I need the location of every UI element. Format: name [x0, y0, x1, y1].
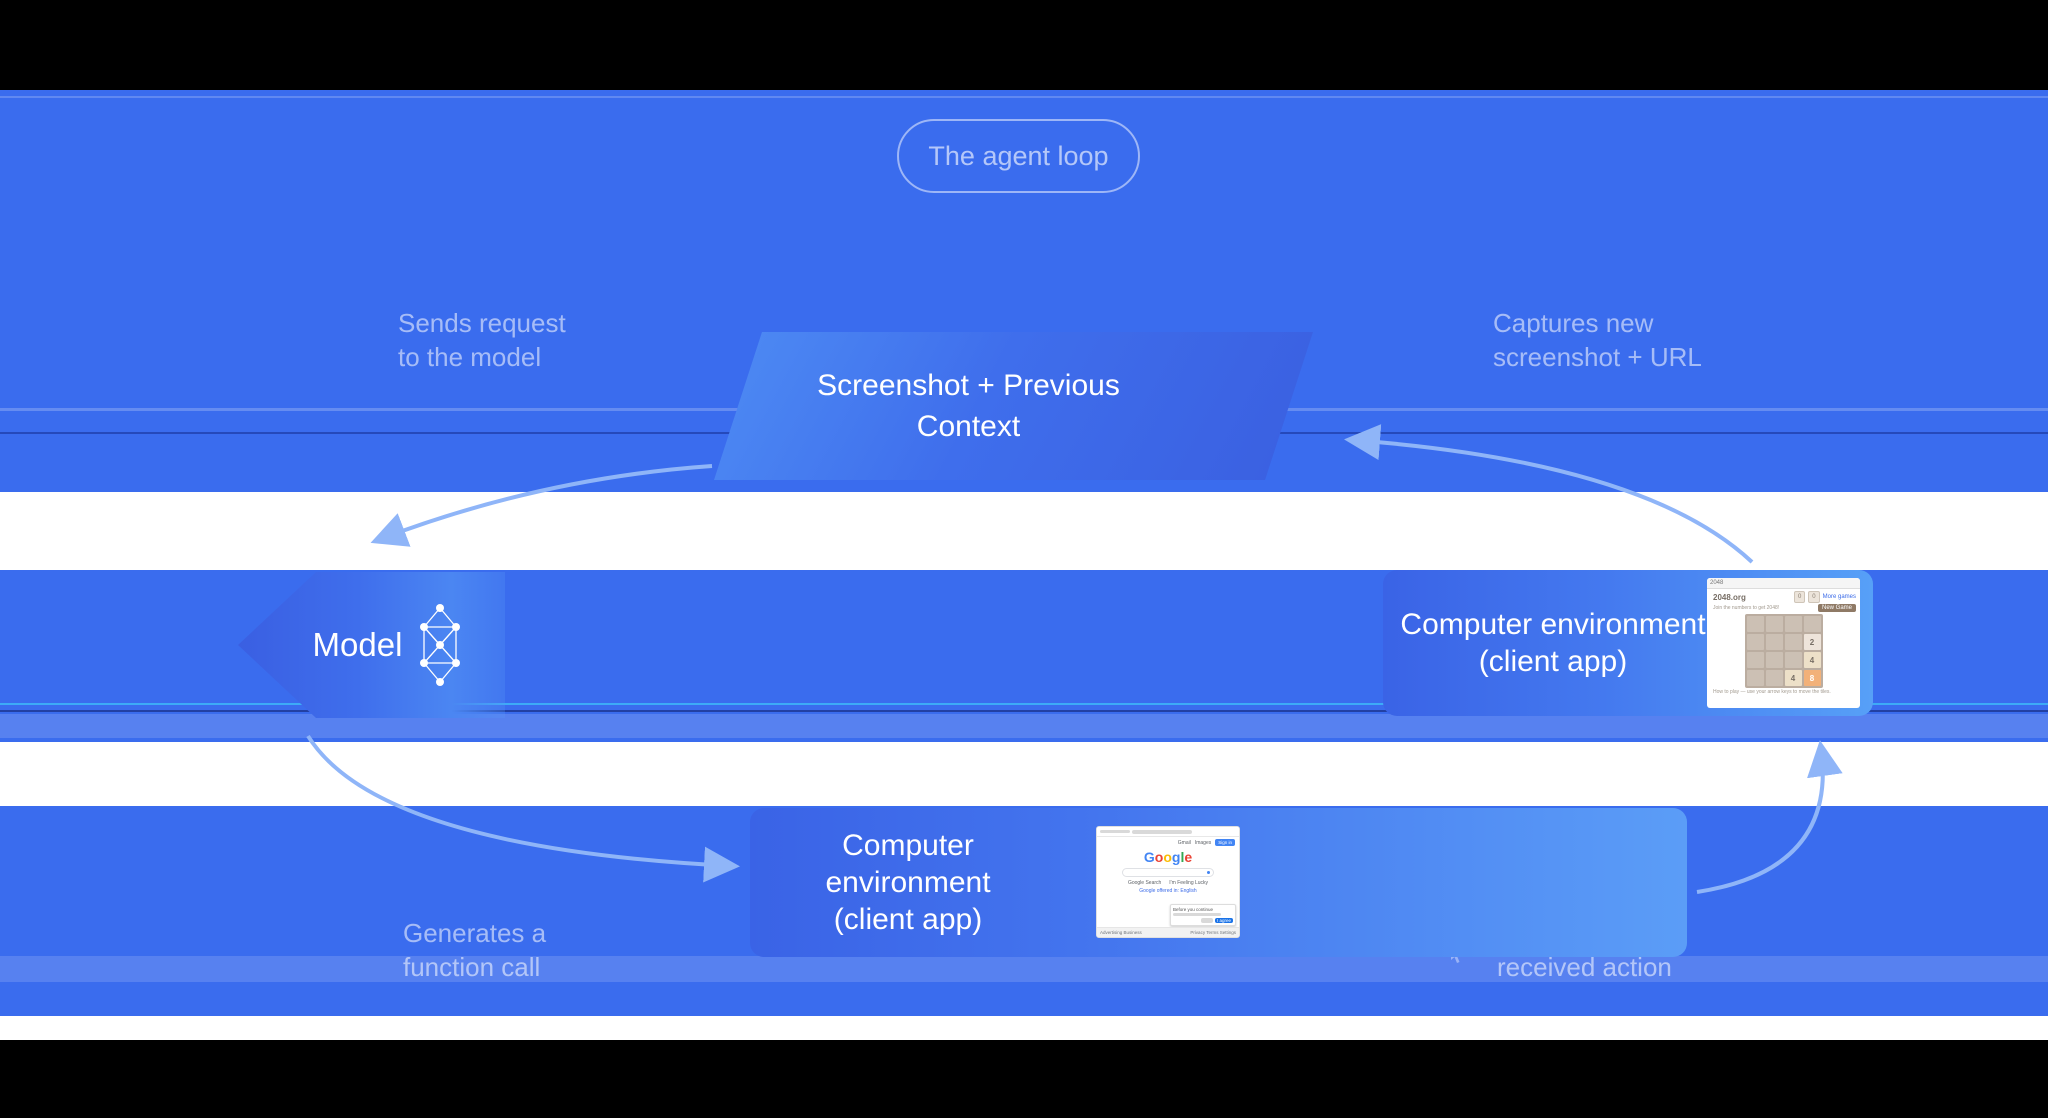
screenshot-google-homepage: Gmail Images Sign in Google Google Searc…	[1096, 826, 1240, 938]
games-link: More games	[1822, 594, 1856, 600]
logo-letter: o	[1163, 849, 1172, 865]
game-footer-text: How to play — use your arrow keys to mov…	[1713, 689, 1831, 695]
dialog-secondary-button	[1200, 918, 1213, 923]
screenshot-2048-game: 2048 2048.org 0 0 More games Join the nu…	[1707, 578, 1860, 708]
tagline: Join the numbers to get 2048!	[1713, 605, 1780, 611]
site-title: 2048.org	[1713, 592, 1746, 602]
node-environment-right: Computer environment (client app) 2048 2…	[1383, 570, 1873, 716]
url-bar	[1132, 829, 1192, 834]
grid-cell	[1765, 670, 1783, 686]
grid-cell	[1746, 616, 1764, 632]
tile-8: 8	[1803, 670, 1821, 686]
diagram-title: The agent loop	[928, 140, 1109, 171]
environment-right-text: Computer environment (client app)	[1393, 570, 1713, 716]
tab-bar	[1100, 830, 1130, 833]
tile-2: 2	[1803, 634, 1821, 650]
edge-label-line: function call	[403, 952, 541, 982]
offered-in-link: Google offered in: English	[1139, 888, 1197, 894]
logo-letter: l	[1180, 849, 1185, 865]
logo-letter: o	[1154, 849, 1164, 865]
edge-label-line: Generates a	[403, 918, 547, 948]
node-screenshot-context: Screenshot + Previous Context	[714, 332, 1313, 480]
environment-bottom-text: Computer environment (client app)	[758, 808, 1058, 957]
gmail-link: Gmail	[1177, 839, 1191, 846]
grid-cell	[1784, 616, 1802, 632]
logo-letter: G	[1143, 849, 1155, 865]
dialog-title: Before you continue	[1173, 907, 1214, 912]
tile-4: 4	[1803, 652, 1821, 668]
arrow-environment-to-environment	[1696, 740, 1843, 894]
arrow-model-to-environment	[306, 734, 740, 883]
streak-band	[0, 956, 2048, 982]
cookie-dialog: Before you continue I agree	[1170, 904, 1236, 926]
edge-label-captures-screenshot: Captures new screenshot + URL	[1493, 306, 1702, 374]
logo-letter: e	[1184, 849, 1193, 865]
context-line2: Context	[916, 410, 1021, 443]
edge-label-line: to the model	[398, 342, 542, 372]
edge-label-line: Captures new	[1493, 308, 1654, 338]
context-line1: Screenshot + Previous	[817, 369, 1120, 402]
env-line2: (client app)	[833, 903, 983, 936]
new-game-button: New Game	[1817, 604, 1856, 612]
env-line1: Computer environment	[825, 829, 991, 899]
footer-links-left: Advertising Business	[1100, 930, 1142, 935]
node-screenshot-context-text: Screenshot + Previous Context	[774, 332, 1163, 480]
bottom-letterbox-band	[0, 1040, 2048, 1118]
streak-band	[0, 714, 2048, 738]
logo-letter: g	[1171, 849, 1181, 865]
mic-icon	[1207, 871, 1210, 874]
streak-line	[0, 710, 2048, 712]
game-grid: 2 4 4 8	[1744, 614, 1823, 688]
grid-cell	[1765, 652, 1783, 668]
grid-cell	[1784, 652, 1802, 668]
edge-label-line: screenshot + URL	[1493, 342, 1702, 372]
edge-label-sends-request: Sends request to the model	[398, 306, 566, 374]
diagram-title-pill: The agent loop	[897, 119, 1140, 193]
google-footer: Advertising Business Privacy Terms Setti…	[1097, 927, 1239, 937]
dialog-text-bar	[1173, 913, 1221, 916]
model-label: Model	[312, 626, 403, 663]
grid-cell	[1746, 670, 1764, 686]
feeling-lucky-button: I'm Feeling Lucky	[1169, 880, 1209, 886]
grid-cell	[1765, 634, 1783, 650]
google-logo: Google	[1097, 849, 1239, 865]
streak-line	[0, 96, 2048, 98]
arrow-environment-to-context	[1344, 424, 1754, 564]
top-letterbox-band	[0, 0, 2048, 90]
edge-label-function-call: Generates a function call	[403, 916, 546, 984]
tile-4: 4	[1784, 670, 1802, 686]
window-title: 2048	[1710, 580, 1724, 586]
grid-cell	[1765, 616, 1783, 632]
grid-cell	[1746, 634, 1764, 650]
env-line2: (client app)	[1478, 645, 1628, 678]
streak-line	[0, 703, 2048, 705]
score-box: 0	[1808, 591, 1820, 603]
images-link: Images	[1194, 839, 1212, 846]
edge-label-line: received action	[1497, 952, 1672, 982]
neural-network-icon	[420, 604, 461, 686]
edge-label-line: Sends request	[398, 308, 566, 338]
grid-cell	[1803, 616, 1821, 632]
grid-cell	[1746, 652, 1764, 668]
browser-chrome-bar: 2048	[1707, 578, 1860, 589]
node-environment-bottom: Computer environment (client app) Gmail …	[750, 808, 1687, 957]
sign-in-button: Sign in	[1215, 839, 1235, 846]
google-search-button: Google Search	[1127, 880, 1162, 886]
env-line1: Computer environment	[1400, 608, 1706, 641]
footer-links-right: Privacy Terms Settings	[1190, 930, 1236, 935]
search-bar	[1122, 868, 1214, 877]
agree-button: I agree	[1214, 918, 1233, 923]
grid-cell	[1784, 634, 1802, 650]
arrow-context-to-model	[370, 464, 713, 547]
score-box: 0	[1793, 591, 1806, 603]
browser-chrome-bar	[1097, 827, 1239, 837]
